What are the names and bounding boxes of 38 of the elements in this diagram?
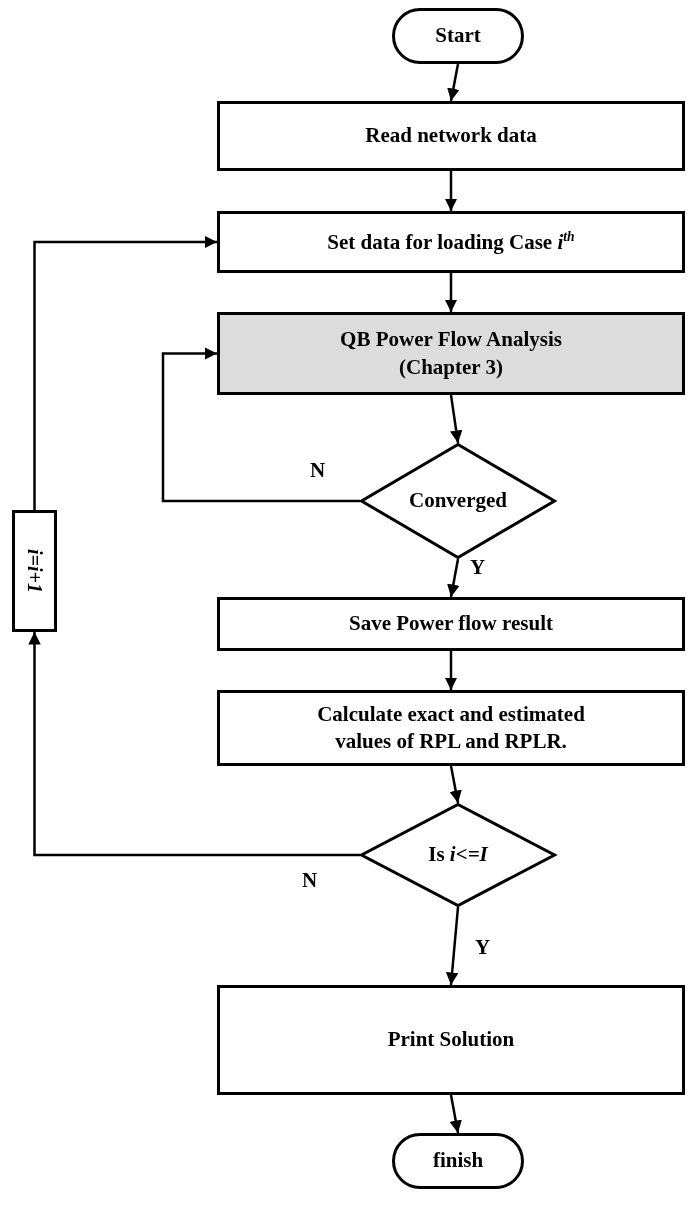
step-text: QB Power Flow Analysis (Chapter 3) <box>339 326 563 381</box>
decision-text: Is i<=I <box>428 841 488 869</box>
edge-label: Y <box>470 555 486 580</box>
arrow <box>444 273 458 312</box>
step-text: Calculate exact and estimated values of RPL and RPLR. <box>316 700 586 755</box>
process-box <box>217 597 685 651</box>
start-terminal <box>392 8 524 64</box>
edge-label: Y <box>475 935 491 960</box>
step-text: Print Solution <box>387 1026 515 1054</box>
arrow <box>449 1094 462 1134</box>
decision-diamond <box>360 803 556 907</box>
process-box <box>217 985 685 1095</box>
process-box <box>217 690 685 766</box>
edge-label: N <box>310 458 326 483</box>
arrow <box>449 394 463 444</box>
process-box <box>217 101 685 171</box>
arrow <box>444 171 458 211</box>
step-text: Read network data <box>365 122 537 150</box>
process-box <box>12 510 57 632</box>
step-text: Start <box>435 22 481 50</box>
arrow <box>447 558 460 598</box>
arrow <box>445 906 460 986</box>
edge-label: N <box>302 868 318 893</box>
step-text: Save Power flow result <box>349 610 553 638</box>
end-terminal <box>392 1133 524 1189</box>
step-text: i=i+1 <box>22 549 47 593</box>
decision-diamond <box>360 443 556 559</box>
arrow <box>447 63 460 102</box>
process-box <box>217 312 685 395</box>
arrow <box>161 347 360 503</box>
arrow <box>444 651 458 690</box>
arrow <box>449 765 462 804</box>
step-text: finish <box>432 1147 484 1175</box>
arrow <box>28 632 360 857</box>
step-text: Set data for loading Case i$^{th}$ <box>327 227 575 256</box>
arrow <box>33 235 217 510</box>
decision-text: Converged <box>409 487 507 515</box>
process-box <box>217 211 685 273</box>
